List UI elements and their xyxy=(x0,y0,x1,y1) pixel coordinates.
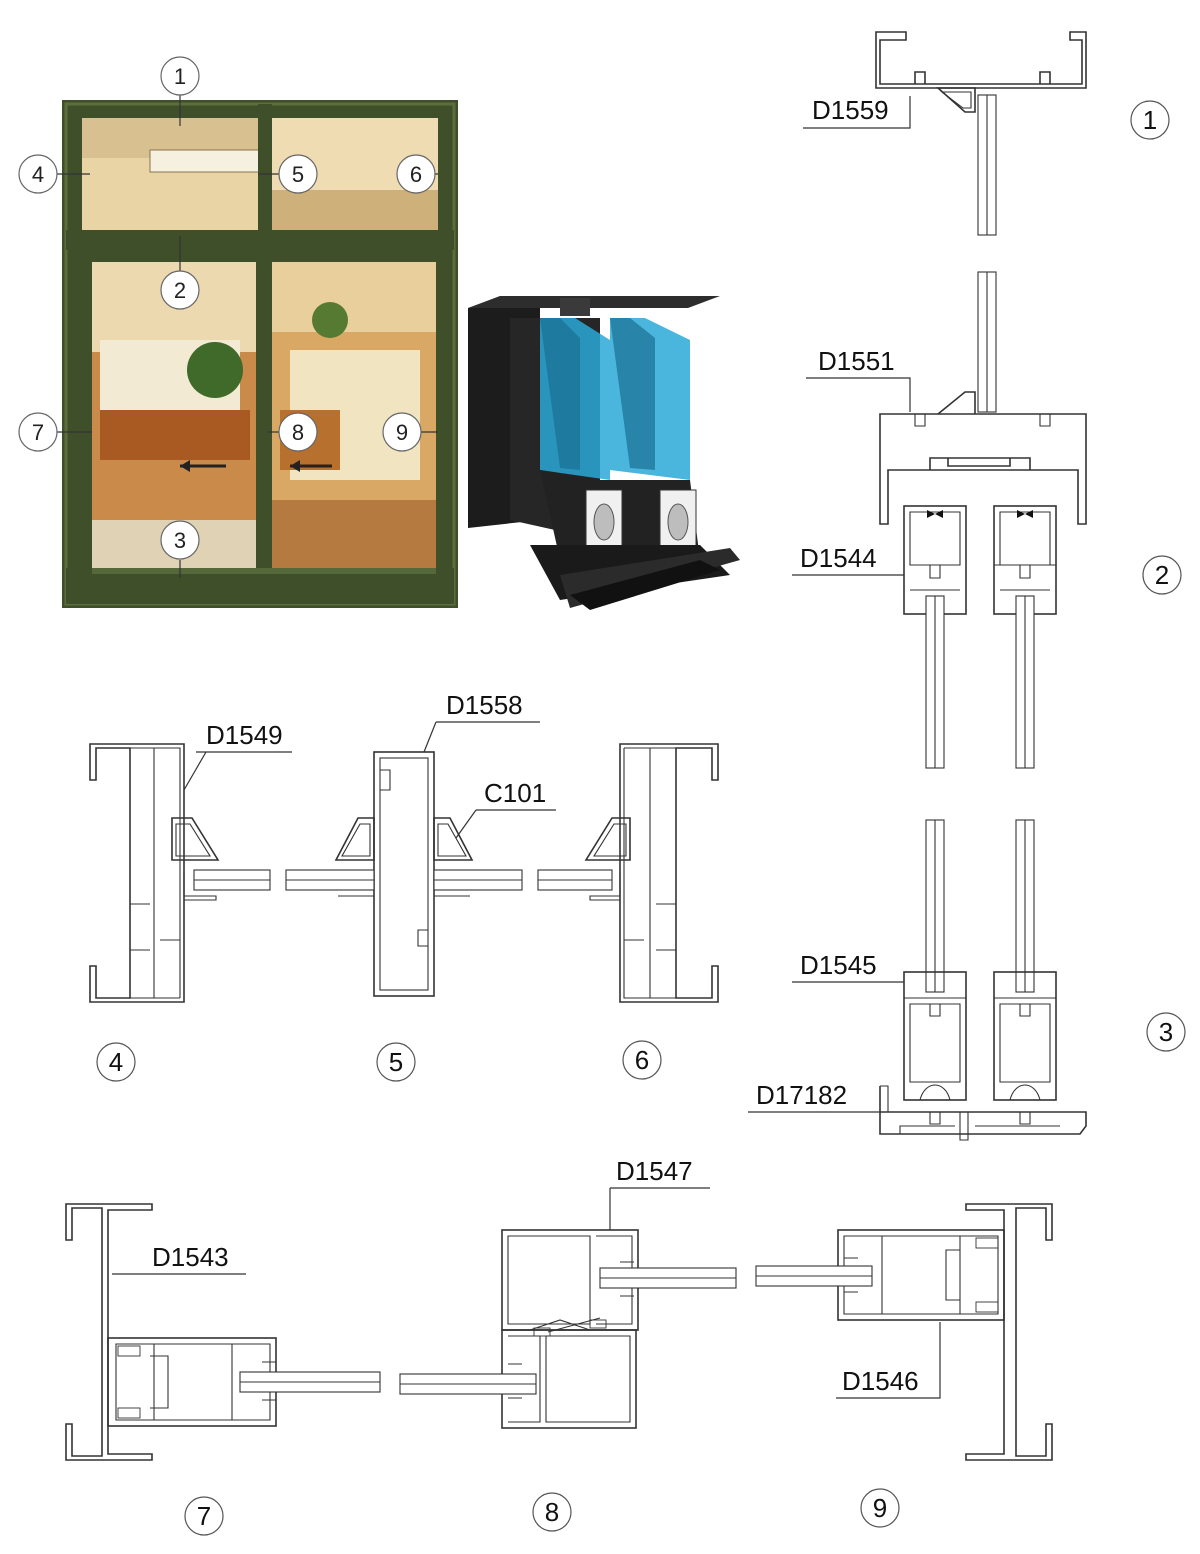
section-number-5: 5 xyxy=(376,1042,416,1082)
horizontal-section-upper: D1549 D1558 C101 xyxy=(89,690,719,1082)
svg-text:D1551: D1551 xyxy=(818,346,895,376)
svg-text:2: 2 xyxy=(1155,560,1169,590)
section-number-3: 3 xyxy=(1146,1012,1186,1052)
label-d1559: D1559 xyxy=(803,95,911,129)
profile-d1559-drawing xyxy=(875,31,1087,236)
photo-callout-8: 8 xyxy=(278,412,318,452)
section-number-1: 1 xyxy=(1130,100,1170,140)
label-d1549: D1549 xyxy=(183,720,292,791)
label-d1544: D1544 xyxy=(792,543,904,576)
section-number-8: 8 xyxy=(532,1492,572,1532)
svg-text:D1545: D1545 xyxy=(800,950,877,980)
section-number-9: 9 xyxy=(860,1488,900,1528)
section-number-4: 4 xyxy=(96,1042,136,1082)
svg-text:6: 6 xyxy=(410,162,422,187)
svg-text:D1549: D1549 xyxy=(206,720,283,750)
profile-d1551-drawing xyxy=(879,391,1087,525)
svg-text:D1543: D1543 xyxy=(152,1242,229,1272)
svg-text:3: 3 xyxy=(174,528,186,553)
svg-text:5: 5 xyxy=(389,1047,403,1077)
window-photo: 1 4 5 6 2 7 8 9 xyxy=(18,56,458,608)
svg-text:D1558: D1558 xyxy=(446,690,523,720)
svg-text:D1544: D1544 xyxy=(800,543,877,573)
svg-text:9: 9 xyxy=(873,1493,887,1523)
photo-callout-1: 1 xyxy=(160,56,200,96)
photo-callout-4: 4 xyxy=(18,154,58,194)
profile-d1545-drawing xyxy=(903,971,1057,1101)
svg-text:2: 2 xyxy=(174,278,186,303)
svg-text:4: 4 xyxy=(32,162,44,187)
photo-callout-2: 2 xyxy=(160,270,200,310)
profile-d17182-drawing xyxy=(879,1085,1087,1141)
label-d1558: D1558 xyxy=(423,690,540,753)
vertical-section: D1559 D1551 xyxy=(748,31,1186,1141)
label-d1543: D1543 xyxy=(112,1242,246,1275)
photo-callout-9: 9 xyxy=(382,412,422,452)
svg-text:6: 6 xyxy=(635,1045,649,1075)
svg-text:7: 7 xyxy=(197,1501,211,1531)
svg-text:4: 4 xyxy=(109,1047,123,1077)
label-d1547: D1547 xyxy=(609,1156,710,1230)
photo-callout-7: 7 xyxy=(18,412,58,452)
svg-text:8: 8 xyxy=(292,420,304,445)
svg-text:9: 9 xyxy=(396,420,408,445)
svg-text:8: 8 xyxy=(545,1497,559,1527)
svg-text:D17182: D17182 xyxy=(756,1080,847,1110)
svg-text:3: 3 xyxy=(1159,1017,1173,1047)
label-d17182: D17182 xyxy=(748,1080,880,1113)
photo-callout-3: 3 xyxy=(160,520,200,560)
profile-d1546-drawing xyxy=(837,1203,1053,1461)
profile-right-section-6-drawing xyxy=(584,743,719,1003)
svg-text:1: 1 xyxy=(174,64,186,89)
profile-d1549-drawing xyxy=(89,743,220,1003)
photo-callout-5: 5 xyxy=(278,154,318,194)
label-d1551: D1551 xyxy=(806,346,911,412)
svg-text:5: 5 xyxy=(292,162,304,187)
profile-3d-model xyxy=(468,296,740,610)
svg-text:D1546: D1546 xyxy=(842,1366,919,1396)
profile-d1544-drawing xyxy=(903,505,1057,615)
svg-text:D1559: D1559 xyxy=(812,95,889,125)
photo-callout-6: 6 xyxy=(396,154,436,194)
svg-text:C101: C101 xyxy=(484,778,546,808)
label-c101: C101 xyxy=(455,778,556,839)
svg-text:7: 7 xyxy=(32,420,44,445)
label-d1545: D1545 xyxy=(792,950,904,983)
svg-text:D1547: D1547 xyxy=(616,1156,693,1186)
svg-text:1: 1 xyxy=(1143,105,1157,135)
section-number-2: 2 xyxy=(1142,555,1182,595)
horizontal-section-lower: D1543 D1547 xyxy=(65,1156,1053,1536)
profile-d1547-drawing xyxy=(501,1229,639,1429)
section-number-6: 6 xyxy=(622,1040,662,1080)
section-number-7: 7 xyxy=(184,1496,224,1536)
label-d1546: D1546 xyxy=(836,1322,941,1399)
